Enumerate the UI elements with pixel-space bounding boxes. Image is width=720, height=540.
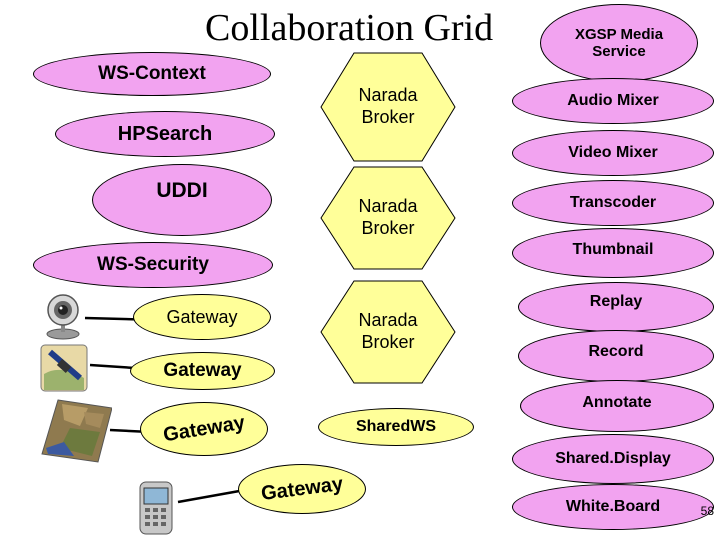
transcoder-label: Transcoder	[569, 193, 657, 211]
white-board-node: White.Board	[512, 484, 714, 530]
satellite-icon	[40, 344, 88, 392]
broker-label-1: Narada Broker	[358, 85, 418, 127]
ws-security-node: WS-Security	[33, 242, 273, 288]
ws-security-label: WS-Security	[97, 254, 209, 276]
map-icon	[41, 399, 112, 463]
shared-ws-node: SharedWS	[318, 408, 474, 446]
broker-hexagon-2	[320, 166, 456, 270]
hpsearch-label: HPSearch	[117, 122, 213, 145]
gateway-label-4: Gateway	[259, 472, 345, 505]
shared-display-label: Shared.Display	[555, 449, 671, 467]
diagram-title: Collaboration Grid	[205, 7, 494, 49]
connector-satellite	[89, 363, 136, 370]
broker-hexagon-1	[320, 52, 456, 162]
thumbnail-node: Thumbnail	[512, 228, 714, 278]
video-mixer-node: Video Mixer	[512, 130, 714, 176]
uddi-node: UDDI	[92, 164, 272, 236]
replay-node: Replay	[518, 282, 714, 332]
shared-display-node: Shared.Display	[512, 434, 714, 484]
gateway-label-1: Gateway	[166, 306, 238, 327]
narada-broker-3: Narada Broker	[320, 280, 456, 384]
connector-phone	[177, 488, 246, 504]
gateway-node-4: Gateway	[238, 464, 366, 514]
gateway-node-2: Gateway	[130, 352, 275, 390]
shared-ws-label: SharedWS	[355, 417, 436, 435]
xgsp-media-service-node: XGSP Media Service	[540, 4, 698, 82]
replay-label: Replay	[589, 293, 643, 310]
gateway-node-1: Gateway	[133, 294, 271, 340]
transcoder-node: Transcoder	[512, 180, 714, 226]
video-mixer-label: Video Mixer	[568, 143, 658, 161]
xgsp-label: XGSP Media Service	[574, 25, 664, 60]
hpsearch-node: HPSearch	[55, 111, 275, 157]
audio-mixer-label: Audio Mixer	[567, 91, 659, 109]
narada-broker-2: Narada Broker	[320, 166, 456, 270]
gateway-label-3: Gateway	[161, 411, 247, 446]
broker-label-2: Narada Broker	[358, 196, 418, 238]
gateway-node-3: Gateway	[140, 402, 268, 456]
annotate-node: Annotate	[520, 380, 714, 432]
white-board-label: White.Board	[565, 497, 661, 515]
ws-context-label: WS-Context	[98, 63, 206, 85]
record-node: Record	[518, 330, 714, 382]
gateway-label-2: Gateway	[163, 360, 242, 382]
audio-mixer-node: Audio Mixer	[512, 78, 714, 124]
ws-context-node: WS-Context	[33, 52, 271, 96]
webcam-icon	[46, 294, 80, 340]
annotate-label: Annotate	[582, 394, 652, 411]
broker-hexagon-3	[320, 280, 456, 384]
broker-label-3: Narada Broker	[358, 310, 418, 352]
page-number: 58	[700, 504, 714, 518]
thumbnail-label: Thumbnail	[572, 241, 654, 258]
record-label: Record	[588, 343, 644, 360]
narada-broker-1: Narada Broker	[320, 52, 456, 162]
uddi-label: UDDI	[156, 179, 208, 202]
phone-icon	[139, 481, 173, 535]
